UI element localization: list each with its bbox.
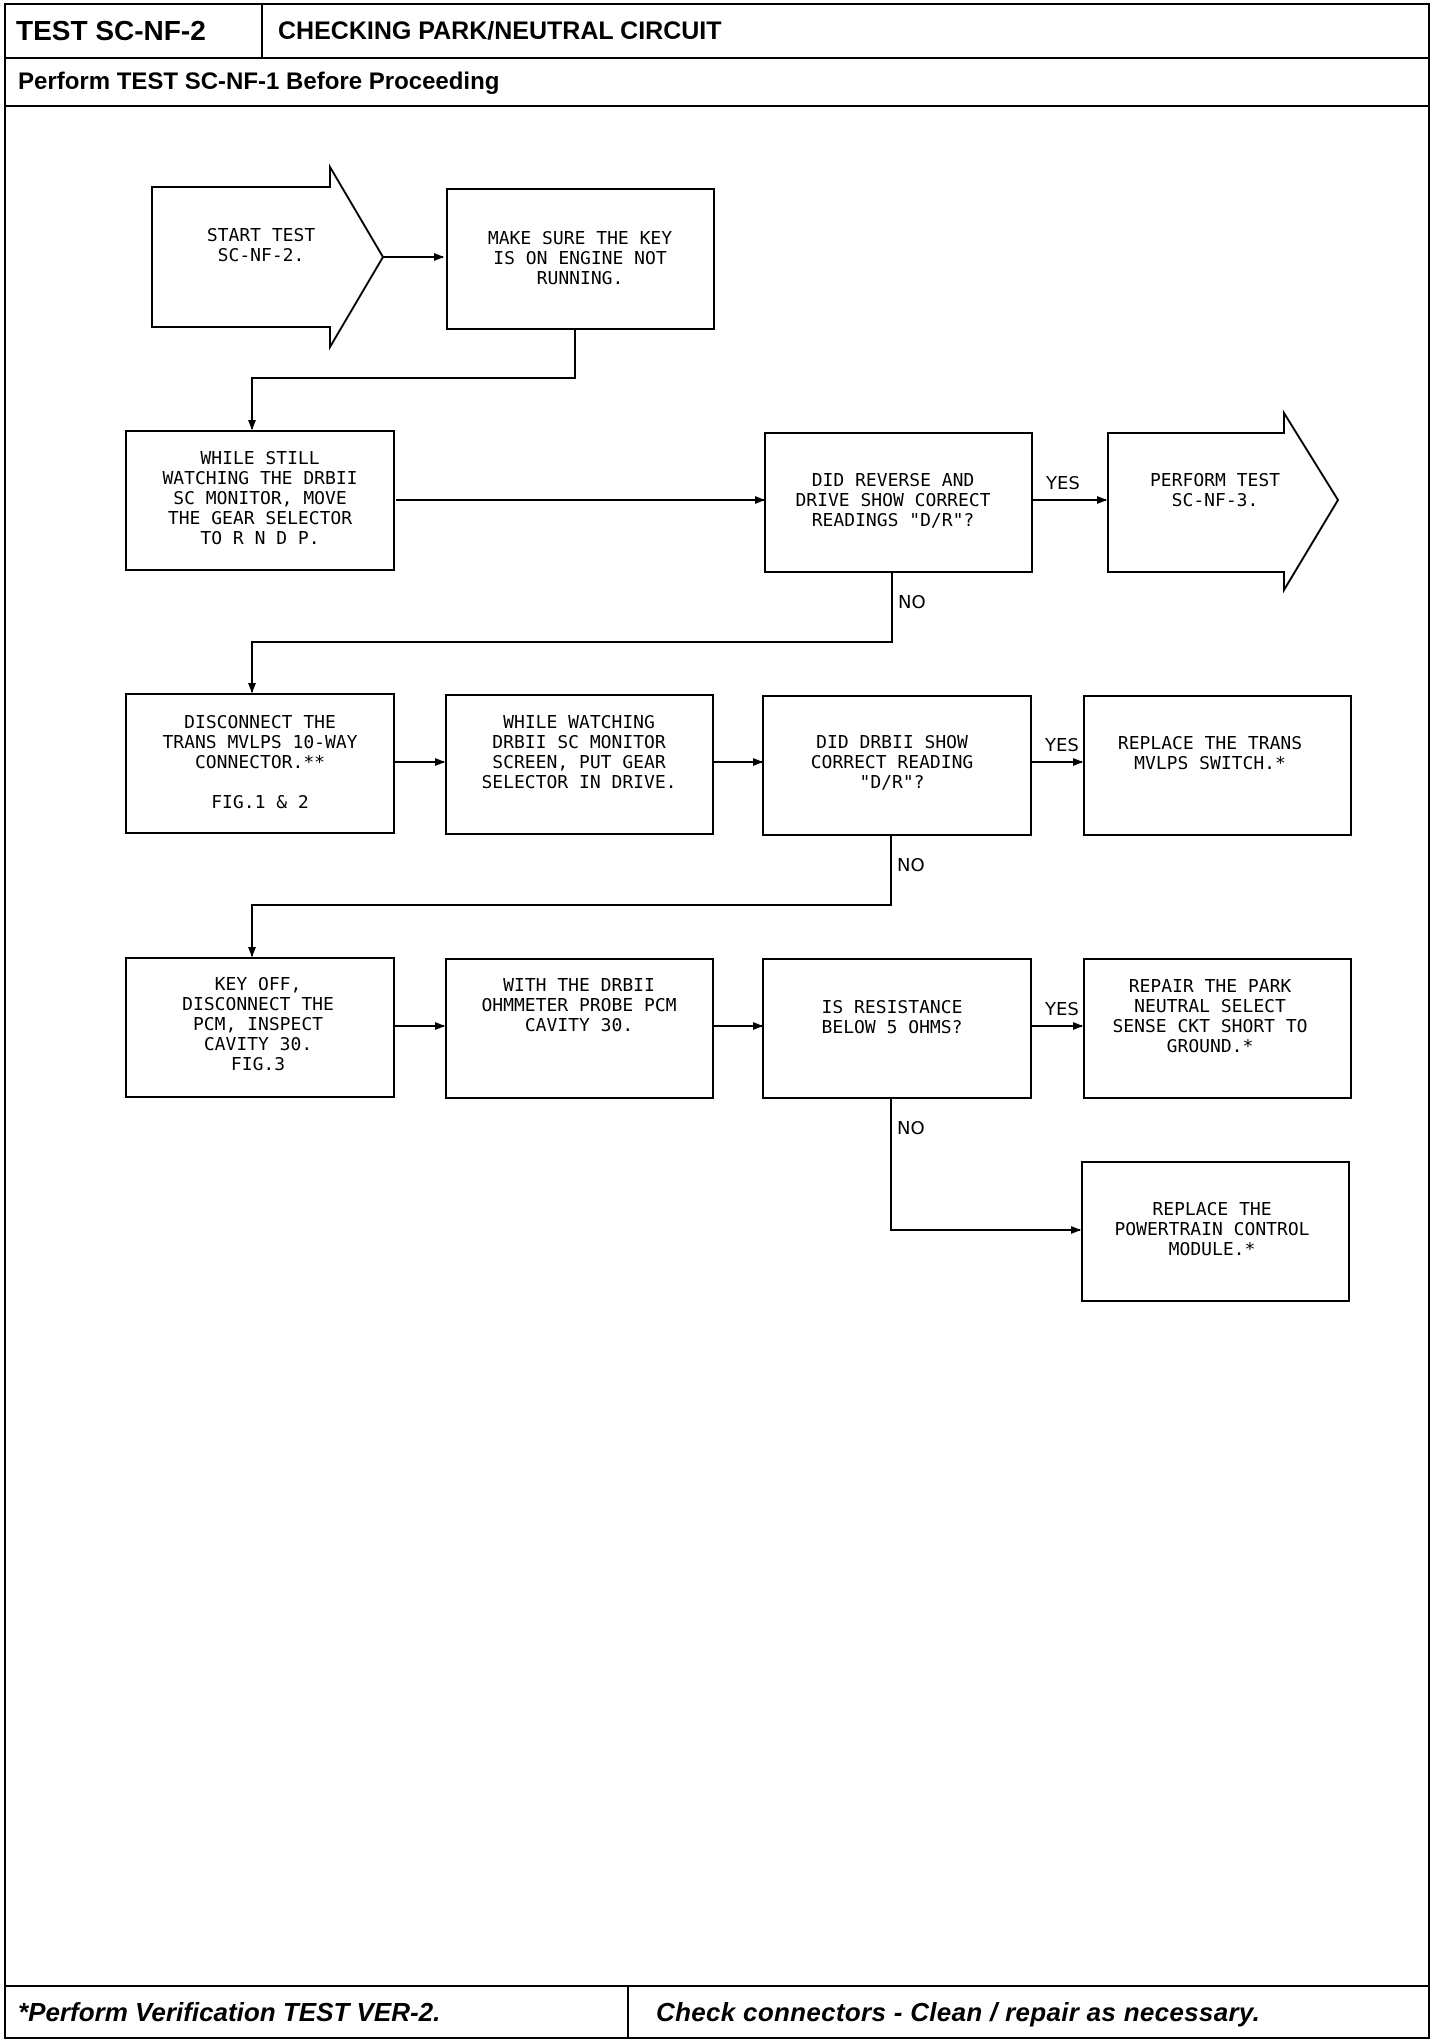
box-text-line: CONNECTOR.** — [195, 752, 325, 773]
box-text-line: WHILE STILL — [200, 448, 319, 469]
box-text-line: NEUTRAL SELECT — [1134, 996, 1286, 1017]
prerequisite-note: Perform TEST SC-NF-1 Before Proceeding — [6, 59, 1428, 107]
box-text-line: WITH THE DRBII — [503, 975, 655, 996]
footer: *Perform Verification TEST VER-2. Check … — [6, 1985, 1428, 2037]
footer-verification-note: *Perform Verification TEST VER-2. — [6, 1987, 629, 2037]
box-text-line: REPLACE THE — [1152, 1199, 1271, 1220]
arrow-question3-no — [890, 1098, 1081, 1234]
box-text-line: BELOW 5 OHMS? — [822, 1017, 963, 1038]
test-id: TEST SC-NF-2 — [6, 5, 263, 57]
box-text-line: RUNNING. — [537, 268, 624, 289]
box-text-line: MVLPS SWITCH.* — [1134, 753, 1286, 774]
no-label: NO — [897, 855, 925, 876]
box-text-line: DID REVERSE AND — [812, 470, 975, 491]
box-text-line: KEY OFF, — [215, 974, 302, 995]
footer-connector-note: Check connectors - Clean / repair as nec… — [656, 1997, 1261, 2027]
box-text-line: FIG.3 — [231, 1054, 285, 1075]
yes-label: YES — [1044, 735, 1079, 756]
box-text-line: "D/R"? — [859, 772, 924, 793]
header-row: TEST SC-NF-2 CHECKING PARK/NEUTRAL CIRCU… — [6, 5, 1428, 59]
box-text-line: START TEST — [207, 225, 316, 246]
arrow-keyon-to-watch — [248, 329, 576, 430]
box-text-line: MAKE SURE THE KEY — [488, 228, 672, 249]
box-text-line: TRANS MVLPS 10-WAY — [162, 732, 357, 753]
box-text-line: IS RESISTANCE — [822, 997, 963, 1018]
arrow-question1-no — [248, 572, 893, 693]
box-text-line: SENSE CKT SHORT TO — [1112, 1016, 1307, 1037]
box-text-line: MODULE.* — [1169, 1239, 1256, 1260]
box-text-line: SC MONITOR, MOVE — [173, 488, 346, 509]
diagnostic-page: TEST SC-NF-2 CHECKING PARK/NEUTRAL CIRCU… — [4, 3, 1430, 2039]
box-text-line: REPLACE THE TRANS — [1118, 733, 1302, 754]
box-text-line: DID DRBII SHOW — [816, 732, 968, 753]
box-text-line: IS ON ENGINE NOT — [493, 248, 667, 269]
box-text-line: SC-NF-2. — [218, 245, 305, 266]
box-text-line: TO R N D P. — [200, 528, 319, 549]
box-text-line: READINGS "D/R"? — [812, 510, 975, 531]
box-text-line: DRBII SC MONITOR — [492, 732, 666, 753]
box-text-line: THE GEAR SELECTOR — [168, 508, 352, 529]
box-text-line: WATCHING THE DRBII — [162, 468, 357, 489]
connectors — [248, 253, 1107, 1234]
box-text-line: OHMMETER PROBE PCM — [481, 995, 676, 1016]
box-text-line: CAVITY 30. — [204, 1034, 312, 1055]
box-text-line: REPAIR THE PARK — [1129, 976, 1292, 997]
arrow-question2-no — [248, 835, 892, 957]
box-text-line: SELECTOR IN DRIVE. — [481, 772, 676, 793]
box-text-line: DRIVE SHOW CORRECT — [795, 490, 990, 511]
box-text-line: CAVITY 30. — [525, 1015, 633, 1036]
box-text-line: SC-NF-3. — [1172, 490, 1259, 511]
branch-labels: YES NO YES NO YES NO — [897, 473, 1080, 1139]
no-label: NO — [897, 1118, 925, 1139]
yes-label: YES — [1044, 999, 1079, 1020]
box-text-line: PCM, INSPECT — [193, 1014, 323, 1035]
yes-label: YES — [1045, 473, 1080, 494]
box-text-line: POWERTRAIN CONTROL — [1114, 1219, 1309, 1240]
box-text-line: SCREEN, PUT GEAR — [492, 752, 666, 773]
no-label: NO — [898, 592, 926, 613]
box-text-line: WHILE WATCHING — [503, 712, 655, 733]
box-text-line: PERFORM TEST — [1150, 470, 1280, 491]
box-text-line: DISCONNECT THE — [182, 994, 334, 1015]
box-text-line: DISCONNECT THE — [184, 712, 336, 733]
box-text-line: FIG.1 & 2 — [211, 792, 309, 813]
box-text-line: CORRECT READING — [811, 752, 974, 773]
box-text-line: GROUND.* — [1167, 1036, 1254, 1057]
test-title: CHECKING PARK/NEUTRAL CIRCUIT — [278, 17, 722, 45]
